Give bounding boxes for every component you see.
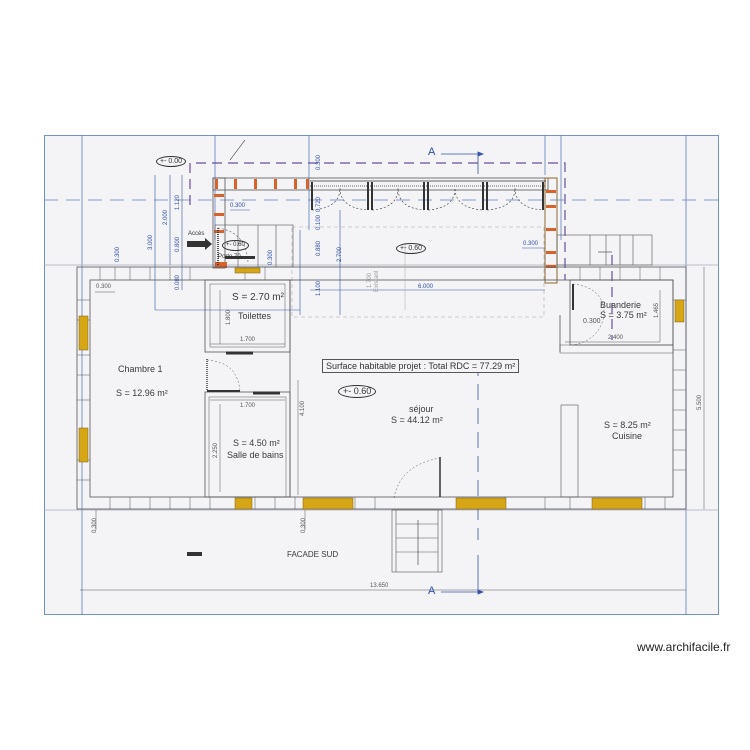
dim-buanderie-depth: 1.465 <box>654 302 660 318</box>
level-terrace: +- 0.60 <box>396 243 426 254</box>
dim-sejour-depth: 4.100 <box>300 400 306 416</box>
room-chambre-1-area: S = 12.96 m² <box>116 388 168 398</box>
room-sdb-name: Salle de bains <box>227 450 284 460</box>
room-chambre-1-name: Chambre 1 <box>118 364 163 374</box>
section-marker-top: A <box>428 146 436 158</box>
room-sdb-area: S = 4.50 m² <box>233 438 280 448</box>
dim-terrace-0720: 0.720 <box>316 196 322 212</box>
dim-terrace-width: 6.000 <box>418 284 434 290</box>
dim-buanderie-wall: 0.300 <box>583 318 601 325</box>
dim-access-total: 3.000 <box>148 234 154 250</box>
room-sejour-name: séjour <box>409 404 434 414</box>
roof-outline <box>189 162 613 340</box>
level-entry: +- 0.60 <box>222 240 249 251</box>
section-a-line <box>441 151 485 595</box>
interior-walls <box>204 279 674 499</box>
dim-right-terrace-wall: 0.300 <box>523 241 539 247</box>
terrace-parapet <box>212 177 558 284</box>
level-exterior: +- 0.00 <box>156 156 186 167</box>
dim-terrace-0880: 0.880 <box>316 240 322 256</box>
room-cuisine-area: S = 8.25 m² <box>604 420 651 430</box>
front-steps <box>391 509 443 573</box>
existing-label: Existant <box>374 270 380 292</box>
room-toilettes-name: Toilettes <box>238 311 272 321</box>
dim-terrace-height: 2.700 <box>337 246 343 262</box>
dim-wall-left-top: 0.300 <box>96 284 112 290</box>
room-buanderie-name: Buanderie <box>600 300 642 310</box>
terrace-bay-doors <box>310 180 546 211</box>
dim-total-width: 13.650 <box>370 583 389 589</box>
dim-sdb-depth: 2.250 <box>213 442 219 458</box>
dim-wall-left: 0.300 <box>115 246 121 262</box>
dim-facade-wall-left: 0.300 <box>92 517 98 533</box>
dim-terrace-0300: 0.300 <box>316 154 322 170</box>
room-buanderie-area: S = 3.75 m² <box>600 310 647 320</box>
archifacile-watermark: www.archifacile.fr <box>637 640 731 654</box>
dim-terrace-0100: 0.100 <box>316 214 322 230</box>
room-toilettes-area: S = 2.70 m² <box>232 292 284 303</box>
dim-toilettes-width: 1.700 <box>240 337 256 343</box>
axis-lines <box>44 135 719 615</box>
dim-access-1120: 1.120 <box>175 194 181 210</box>
dim-access-2000: 2.000 <box>163 209 169 225</box>
door-label: Porte 70 <box>218 254 241 260</box>
dim-toilettes-depth: 1.800 <box>226 309 232 325</box>
dim-corridor-0300: 0.300 <box>268 249 274 265</box>
section-marker-bottom: A <box>428 585 436 597</box>
exterior-walls <box>76 266 687 510</box>
access-arrow-icon <box>187 238 212 250</box>
total-surface-note: Surface habitable projet : Total RDC = 7… <box>322 359 520 373</box>
dim-facade-wall-mid: 0.300 <box>301 517 307 533</box>
dim-buanderie-width: 2.400 <box>608 335 624 341</box>
dim-existing-1700: 1.700 <box>367 272 373 288</box>
dim-total-depth: 5.500 <box>697 394 703 410</box>
room-cuisine-name: Cuisine <box>612 431 643 441</box>
windows <box>78 267 685 510</box>
dim-access-0080: 0.080 <box>175 274 181 290</box>
dim-access-0800: 0.800 <box>175 236 181 252</box>
dimension-lines <box>95 175 545 315</box>
plan-sheet <box>44 135 719 615</box>
dim-sdb-width: 1.700 <box>240 403 256 409</box>
access-label: Accès <box>188 231 205 237</box>
facade-label: FACADE SUD <box>287 550 339 559</box>
level-sejour: +- 0.60 <box>338 385 377 398</box>
dim-terrace-1100: 1.100 <box>316 280 322 296</box>
room-sejour-area: S = 44.12 m² <box>391 415 443 425</box>
east-steps <box>556 234 653 266</box>
dim-top-terrace-wall: 0.300 <box>230 203 246 209</box>
